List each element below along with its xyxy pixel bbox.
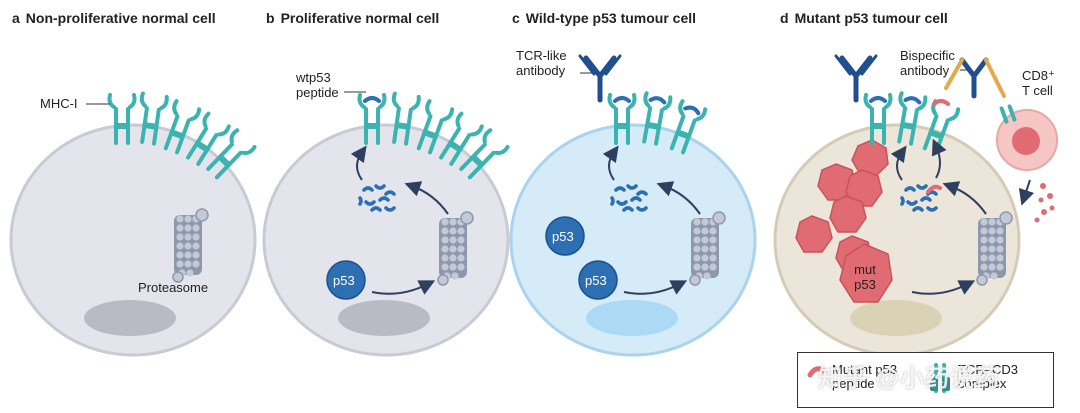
panel-b-p53-label: p53 (333, 273, 355, 288)
panel-b-arrows (350, 145, 449, 295)
panel-d-mut-p53-protein (839, 243, 893, 303)
panel-d-bispecific-antibody (944, 57, 1006, 99)
mhc-label: MHC-I (40, 96, 78, 111)
panel-c-tcr-like-antibody (580, 56, 620, 100)
watermark: 知乎 @小药说药 (818, 365, 1001, 392)
cd8-t-cell (996, 104, 1058, 171)
panel-c-p53-label-2: p53 (585, 273, 607, 288)
panel-c-p53-protein-1 (545, 216, 585, 256)
mutant-peptide-fragment (926, 184, 942, 194)
panel-b-p53-protein (326, 260, 366, 300)
panel-a-cell (9, 123, 257, 357)
legend-icons (807, 363, 950, 393)
panel-c-cell (509, 123, 757, 357)
t-cell-granules (1034, 183, 1055, 223)
panel-d-antibody (836, 56, 876, 100)
mutant-peptide-legend-icon (807, 366, 827, 378)
t-cell-arrow (1018, 179, 1035, 206)
cd8-t-cell-label: CD8⁺T cell (1022, 68, 1055, 98)
proteasome-label: Proteasome (138, 280, 209, 295)
mutant-peptide-on-mhc (932, 99, 950, 106)
panel-b-cell (262, 123, 510, 357)
panel-c-arrows (602, 145, 701, 295)
panel-d-arrows (890, 138, 987, 295)
panel-c-p53-label-1: p53 (552, 229, 574, 244)
tcr-cd3-complex-legend-icon (930, 363, 950, 393)
panel-c-p53-protein-2 (578, 260, 618, 300)
